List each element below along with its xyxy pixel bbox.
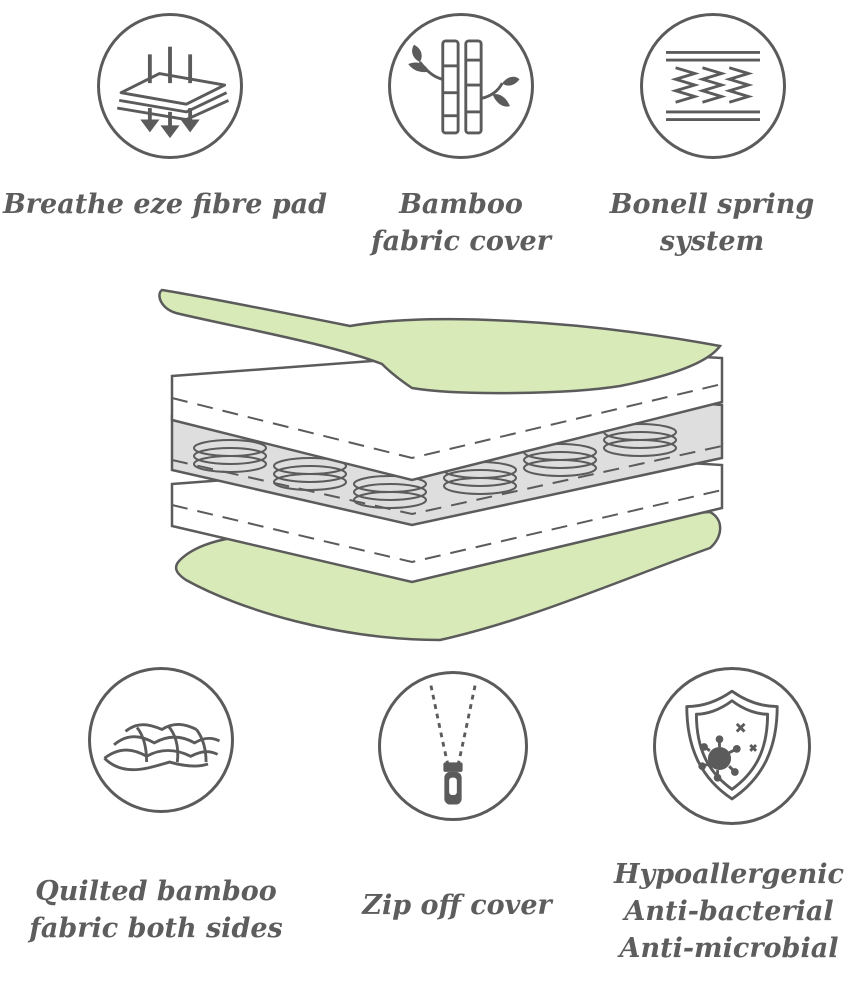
zip-feature-label: Zip off cover [362,890,552,921]
shield-virus-icon [685,689,779,801]
bamboo-feature-circle [388,13,534,159]
hypo-feature-circle [653,667,811,825]
bonell-feature-circle [640,13,786,159]
zipper-icon [429,685,477,805]
quilted-feature-label: Quilted bamboo fabric both sides [29,876,283,944]
bonell-feature-label: Bonell spring system [609,189,815,257]
top-cover-layer [158,288,723,395]
bamboo-feature-label: Bamboo fabric cover [371,189,551,257]
bamboo-icon [408,39,520,135]
quilted-feature-circle [88,667,234,813]
breathe-feature-label: Breathe eze fibre pad [2,189,328,220]
hypo-feature-label: Hypoallergenic Anti-bacterial Anti-micro… [614,859,844,964]
spring-coils [193,423,677,509]
quilted-fabric-icon [103,722,221,772]
coil-spring-icon [666,51,760,121]
zip-feature-circle [378,671,528,821]
breathable-layers-icon [117,46,230,139]
breathe-feature-circle [97,13,243,159]
mattress-layers-illustration [158,288,724,642]
